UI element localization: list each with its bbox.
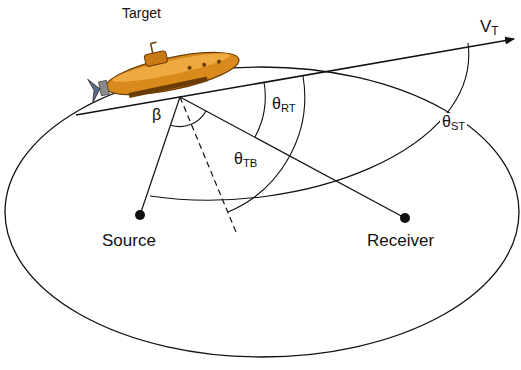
source-dot [135,210,145,220]
angle-label: β [150,106,163,124]
angle-arc [170,111,206,127]
submarine [83,26,242,107]
receiver-dot [400,213,410,223]
angle-arc [255,82,265,137]
source-label: Source [100,232,158,251]
target-label: Target [122,6,161,21]
angle-label: θRT [270,95,298,114]
receiver-label: Receiver [365,232,436,251]
bistatic-ellipse [5,67,519,357]
angle-label: θST [440,113,467,132]
velocity-line [76,39,514,115]
bisector-line [180,97,236,232]
velocity-label: VT [478,18,501,38]
angle-label: θTB [232,150,259,169]
